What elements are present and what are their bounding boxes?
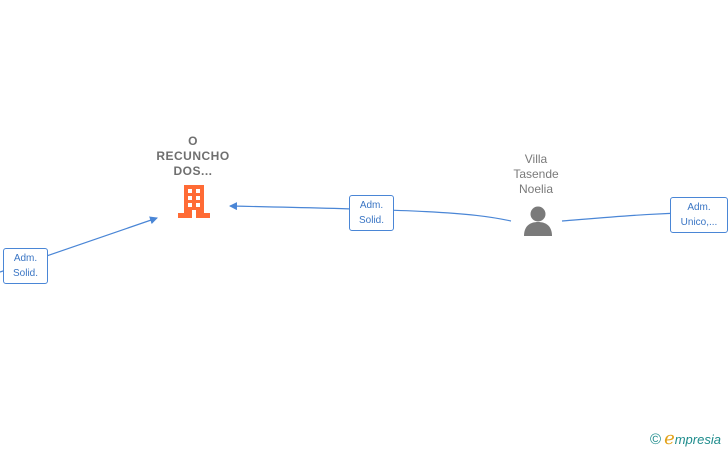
person-name-line: Noelia [518, 182, 554, 196]
person-name[interactable]: Villa Tasende Noelia [486, 152, 586, 197]
company-name-line: DOS... [173, 164, 213, 178]
company-name[interactable]: O RECUNCHO DOS... [140, 134, 246, 179]
edge-label-line: Solid. [358, 215, 384, 226]
edge-label-right[interactable]: Adm. Unico,... [670, 197, 728, 233]
person-icon[interactable] [522, 206, 554, 236]
edge-label-line: Solid. [12, 268, 38, 279]
edge-label-line: Unico,... [680, 217, 718, 228]
brand-logo: ©empresia [650, 428, 721, 449]
edge-label-line: Adm. [687, 202, 711, 213]
person-name-line: Villa [524, 152, 548, 166]
edge-label-line: Adm. [13, 253, 38, 264]
brand-name: mpresia [674, 432, 721, 447]
company-name-line: RECUNCHO [156, 149, 230, 163]
copyright-icon: © [650, 431, 662, 448]
edge-label-line: Adm. [359, 200, 384, 211]
edge-label-middle[interactable]: Adm. Solid. [349, 195, 394, 231]
edge-line-person-company [229, 202, 512, 222]
edge-label-left[interactable]: Adm. Solid. [3, 248, 48, 284]
person-name-line: Tasende [513, 167, 559, 181]
brand-letter: e [664, 428, 675, 449]
company-name-line: O [188, 134, 198, 148]
building-icon[interactable] [178, 184, 210, 218]
